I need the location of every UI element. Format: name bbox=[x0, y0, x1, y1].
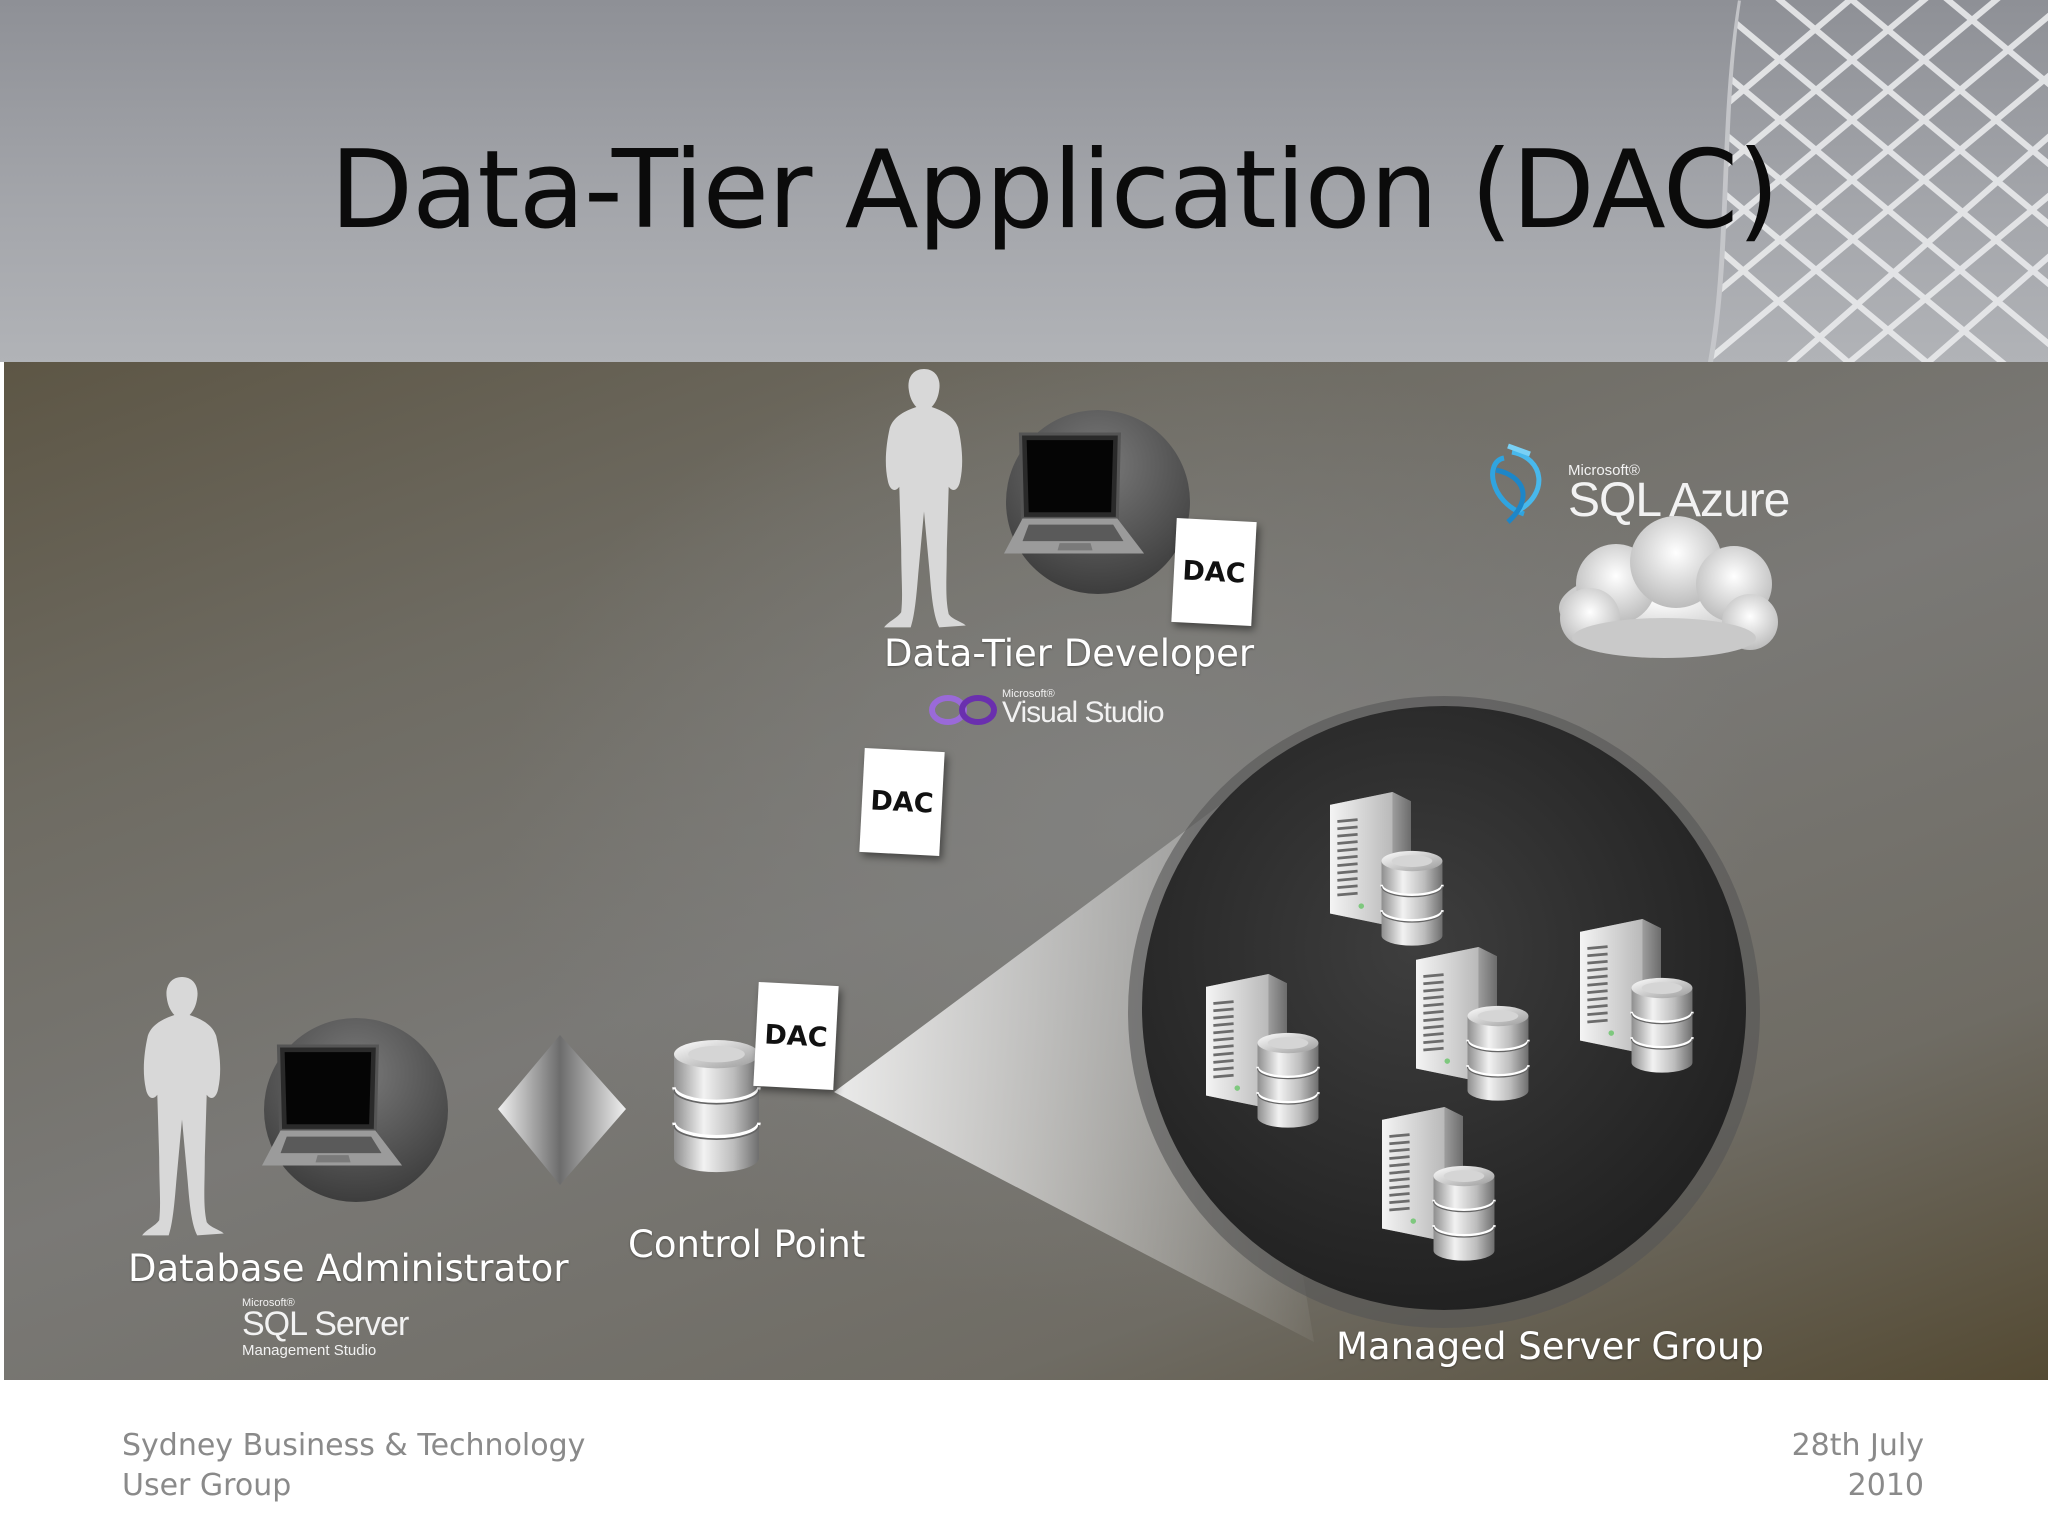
control-point-label: Control Point bbox=[628, 1223, 866, 1266]
slide-header: Data-Tier Application (DAC) bbox=[0, 0, 2048, 362]
database-icon bbox=[672, 1038, 761, 1174]
sql-azure-logo-icon bbox=[1490, 443, 1542, 524]
slide-footer: Sydney Business & Technology User Group … bbox=[0, 1380, 2048, 1536]
diagram-stage: DAC DAC DAC Data-Tier Developer Database… bbox=[4, 362, 2048, 1380]
visual-studio-product: Visual Studio bbox=[1002, 696, 1165, 729]
dba-label: Database Administrator bbox=[128, 1247, 569, 1290]
footer-organization: Sydney Business & Technology User Group bbox=[122, 1426, 585, 1506]
visual-studio-logo: Microsoft® Visual Studio bbox=[1002, 688, 1165, 730]
server-group-disc bbox=[1128, 696, 1760, 1328]
server-group-label: Managed Server Group bbox=[1336, 1325, 1764, 1368]
footer-org-line1: Sydney Business & Technology bbox=[122, 1428, 586, 1463]
sql-azure-product: SQL Azure bbox=[1568, 474, 1790, 527]
sql-server-subtitle: Management Studio bbox=[242, 1342, 377, 1359]
footer-org-line2: User Group bbox=[122, 1468, 292, 1503]
footer-date-line2: 2010 bbox=[1847, 1468, 1924, 1503]
cloud-icon bbox=[1559, 516, 1778, 658]
person-silhouette-icon bbox=[884, 369, 966, 628]
dba-figure bbox=[142, 977, 448, 1236]
footer-date-line1: 28th July bbox=[1791, 1428, 1924, 1463]
dac-package-control-point: DAC bbox=[753, 981, 839, 1091]
sql-azure-logo: Microsoft® SQL Azure bbox=[1568, 462, 1790, 528]
sql-azure-maker: Microsoft® bbox=[1568, 462, 1640, 479]
sql-server-product: SQL Server bbox=[242, 1305, 409, 1343]
visual-studio-maker: Microsoft® bbox=[1002, 688, 1055, 700]
lattice-pattern bbox=[1708, 0, 2048, 362]
dac-package-transit: DAC bbox=[859, 747, 945, 857]
sql-server-logo: Microsoft® SQL Server Management Studio bbox=[242, 1297, 409, 1359]
person-silhouette-icon bbox=[142, 977, 224, 1236]
sql-server-maker: Microsoft® bbox=[242, 1297, 295, 1309]
visual-studio-logo-icon bbox=[929, 695, 997, 725]
diagram-scene bbox=[142, 369, 1778, 1342]
developer-label: Data-Tier Developer bbox=[884, 632, 1255, 675]
dac-package-developer: DAC bbox=[1171, 517, 1257, 627]
slide-title: Data-Tier Application (DAC) bbox=[330, 128, 1779, 253]
diamond-arrow-icon bbox=[498, 1035, 626, 1185]
footer-date: 28th July 2010 bbox=[1792, 1426, 1924, 1506]
developer-figure bbox=[884, 369, 1190, 628]
